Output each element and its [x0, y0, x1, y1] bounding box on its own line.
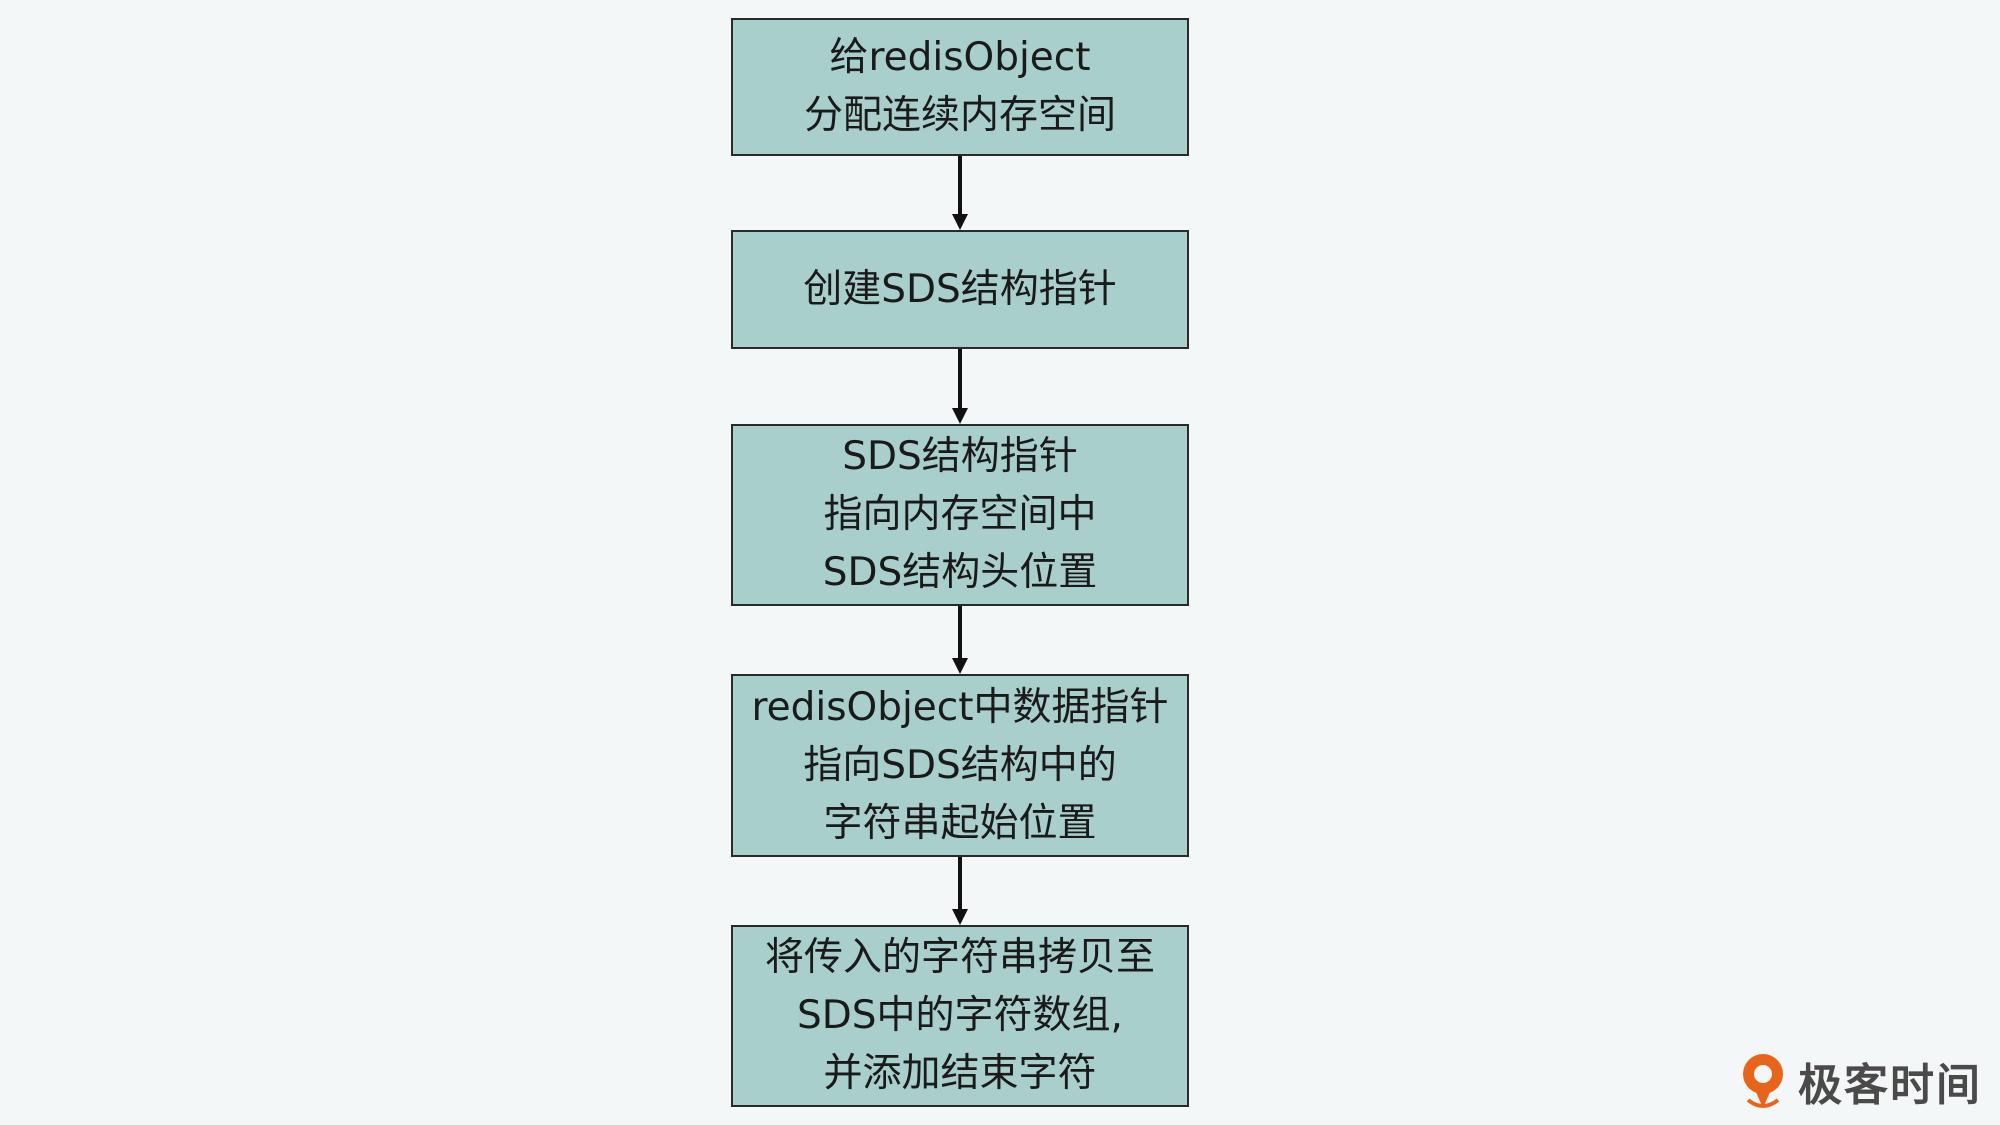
geektime-logo-icon [1743, 1054, 1783, 1108]
flow-step-4: redisObject中数据指针 指向SDS结构中的 字符串起始位置 [731, 674, 1189, 857]
flow-step-3-line-1: SDS结构指针 [842, 434, 1078, 479]
flow-step-5-line-1: 将传入的字符串拷贝至 [764, 935, 1155, 980]
flow-arrow-3-4 [952, 606, 968, 674]
flow-step-1: 给redisObject 分配连续内存空间 [731, 18, 1189, 156]
flow-step-5: 将传入的字符串拷贝至 SDS中的字符数组, 并添加结束字符 [731, 925, 1189, 1107]
flow-step-3-line-3: SDS结构头位置 [822, 550, 1098, 595]
flow-step-1-line-1: 给redisObject [829, 35, 1091, 80]
flow-step-1-line-2: 分配连续内存空间 [803, 93, 1116, 138]
flow-step-3: SDS结构指针 指向内存空间中 SDS结构头位置 [731, 424, 1189, 606]
flow-step-5-line-3: 并添加结束字符 [823, 1051, 1097, 1096]
flow-step-2: 创建SDS结构指针 [731, 230, 1189, 349]
flow-step-3-line-2: 指向内存空间中 [823, 492, 1097, 537]
flow-step-2-line-1: 创建SDS结构指针 [803, 266, 1117, 312]
flow-arrow-2-3 [952, 349, 968, 424]
flow-arrow-1-2 [952, 156, 968, 230]
flow-step-4-line-1: redisObject中数据指针 [751, 684, 1169, 730]
brand-name: 极客时间 [1798, 1060, 1982, 1111]
flow-arrow-4-5 [952, 857, 968, 925]
flow-step-4-line-3: 字符串起始位置 [823, 800, 1097, 846]
brand-watermark: 极客时间 [1738, 1049, 1982, 1113]
flow-step-5-line-2: SDS中的字符数组, [797, 993, 1123, 1038]
flow-step-4-line-2: 指向SDS结构中的 [803, 742, 1117, 788]
